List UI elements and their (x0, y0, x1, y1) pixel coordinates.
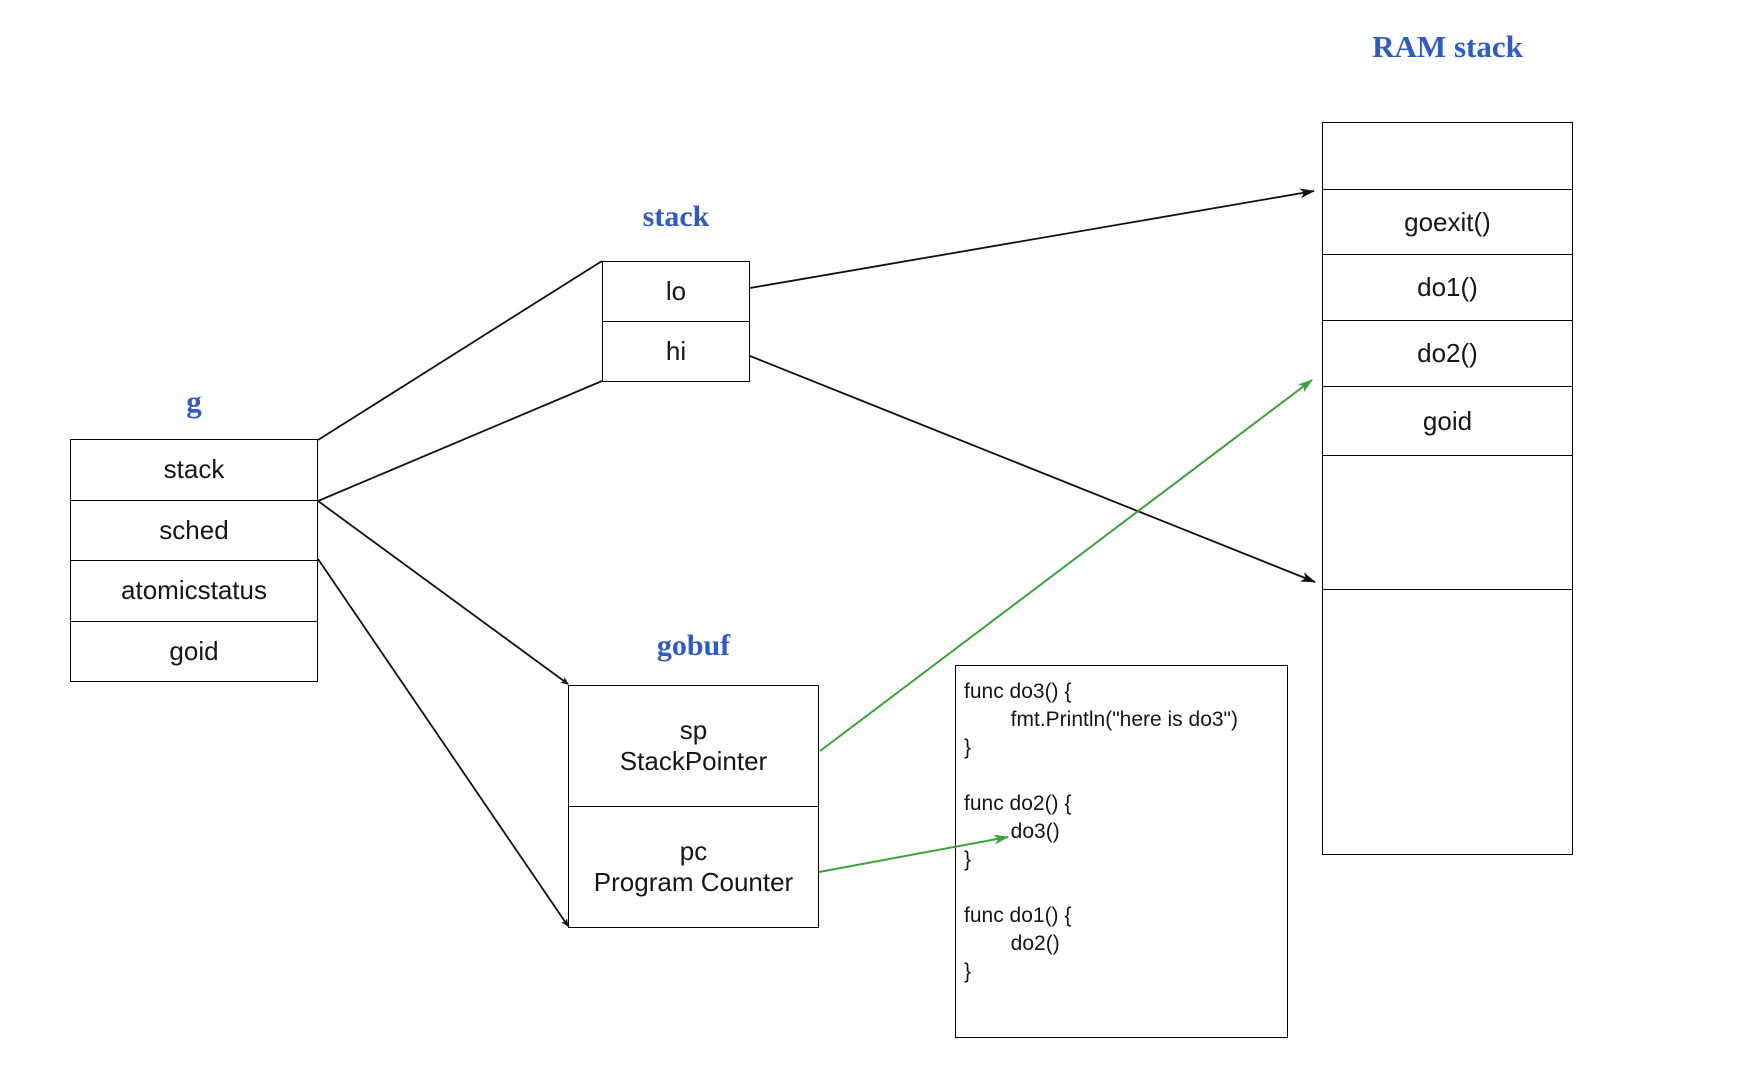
ram-cell-empty-mid (1323, 455, 1572, 589)
ram-cell-goid: goid (1323, 386, 1572, 455)
gobuf-sp-abbr: sp (679, 715, 708, 745)
go-code-box: func do3() { fmt.Println("here is do3") … (955, 665, 1288, 1038)
link-gstack-to-stackbox-top (317, 260, 603, 441)
arrow-hi-to-ram-bottom (749, 355, 1316, 583)
g-field-goid: goid (71, 620, 317, 682)
arrow-lo-to-ram-top (749, 188, 1315, 289)
stack-field-hi: hi (603, 321, 749, 381)
ram-stack-box: goexit() do1() do2() goid (1322, 122, 1573, 855)
ram-cell-empty-bottom (1323, 589, 1572, 854)
ram-cell-do2: do2() (1323, 320, 1572, 386)
ram-stack-title: RAM stack (1372, 29, 1523, 64)
ram-cell-empty-top (1323, 123, 1572, 189)
link-gsched-to-gobuf-top (317, 500, 569, 685)
ram-cell-do1: do1() (1323, 254, 1572, 320)
gobuf-pc-full: Program Counter (593, 867, 794, 897)
gobuf-field-sp: sp StackPointer (569, 686, 818, 806)
g-field-atomicstatus: atomicstatus (71, 560, 317, 621)
g-field-stack: stack (163, 454, 225, 485)
gobuf-sp-full: StackPointer (619, 746, 768, 776)
stack-struct-box: lo hi (602, 261, 750, 382)
stack-struct-title: stack (642, 200, 710, 233)
ram-cell-goexit: goexit() (1323, 189, 1572, 254)
stack-field-lo: lo (665, 276, 687, 306)
gobuf-struct-box: sp StackPointer pc Program Counter (568, 685, 819, 928)
go-code-listing: func do3() { fmt.Println("here is do3") … (964, 680, 1238, 983)
gobuf-pc-abbr: pc (679, 836, 708, 866)
g-field-sched: sched (71, 499, 317, 561)
g-struct-box: stack sched atomicstatus goid (70, 439, 318, 682)
g-struct-title: g (186, 384, 202, 419)
gobuf-struct-title: gobuf (656, 629, 731, 662)
link-gstack-to-stackbox-bottom (317, 380, 603, 502)
gobuf-field-pc: pc Program Counter (569, 806, 818, 927)
link-gsched-to-gobuf-bottom (317, 558, 569, 927)
